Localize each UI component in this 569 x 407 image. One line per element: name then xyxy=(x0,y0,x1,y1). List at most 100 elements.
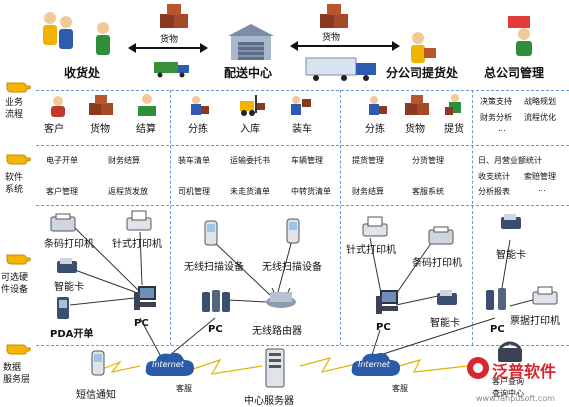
warehouse-icon xyxy=(228,24,274,60)
software-item: 提货管理 xyxy=(352,156,384,165)
business-label: 货物 xyxy=(405,124,425,135)
arrow-label-goods: 货物 xyxy=(322,33,341,43)
software-item: ... xyxy=(538,184,546,193)
device-label: 智能卡 xyxy=(54,282,84,293)
person-icon xyxy=(43,12,73,49)
software-item: 司机管理 xyxy=(178,187,210,196)
device-label: 票据打印机 xyxy=(510,316,560,327)
data-label: 客户查询 xyxy=(492,377,524,386)
software-item: 分析报表 xyxy=(478,187,510,196)
forklift-icon xyxy=(240,95,265,116)
business-label: 入库 xyxy=(240,124,260,135)
fanpu-logo-icon xyxy=(467,357,489,379)
device-label: 条码打印机 xyxy=(412,258,462,269)
cashier-icon xyxy=(138,94,156,116)
software-item: 分货管理 xyxy=(412,156,444,165)
device-label: 针式打印机 xyxy=(112,239,162,250)
smart-card-reader-icon xyxy=(437,290,457,305)
software-item: 客服系统 xyxy=(412,187,444,196)
brand-name: 泛普软件 xyxy=(492,362,557,381)
software-item: 中转货清单 xyxy=(291,187,331,196)
smart-card-reader-icon xyxy=(501,214,521,229)
pointer-hand-icon xyxy=(6,154,31,165)
device-label: 无线扫描设备 xyxy=(262,262,322,273)
customer-icon xyxy=(51,96,65,117)
loading-icon xyxy=(291,96,311,115)
software-item: 装车清单 xyxy=(178,156,210,165)
software-item: 财务结算 xyxy=(108,156,140,165)
grid-line xyxy=(36,145,569,146)
software-item: 日、月营业额统计 xyxy=(478,156,542,165)
grid-line xyxy=(36,90,569,91)
business-item: 战略规划 xyxy=(524,97,556,106)
sorting-icon xyxy=(369,96,387,115)
scanner-icon xyxy=(286,218,300,244)
internet-cloud-icon xyxy=(145,352,194,376)
internet-cloud-icon xyxy=(351,352,400,376)
device-label: 无线路由器 xyxy=(252,326,302,337)
cargo-boxes-icon xyxy=(89,95,113,115)
grid-line xyxy=(36,205,569,206)
software-item: 收支统计 xyxy=(478,172,510,181)
business-item: ... xyxy=(498,124,506,133)
software-item: 运输委托书 xyxy=(230,156,270,165)
business-item: 流程优化 xyxy=(524,113,556,122)
device-label: 条码打印机 xyxy=(44,239,94,250)
person-with-box-icon xyxy=(411,32,436,63)
grid-line xyxy=(340,90,341,345)
mobile-phone-icon xyxy=(91,350,105,376)
row-label-business: 业务 流程 xyxy=(5,98,24,120)
device-label: 智能卡 xyxy=(496,250,526,261)
device-label: PC xyxy=(376,322,391,333)
business-label: 装车 xyxy=(292,124,312,135)
top-label-distribution: 配送中心 xyxy=(224,66,273,80)
dot-matrix-printer-icon xyxy=(126,210,152,231)
arrow-label-goods: 货物 xyxy=(160,35,179,45)
brand-url: www.fanpusoft.com xyxy=(476,394,555,403)
business-label: 提货 xyxy=(444,124,464,135)
business-item: 决策支持 xyxy=(480,97,512,106)
handheld-devices-icon xyxy=(486,288,506,310)
device-label: 针式打印机 xyxy=(346,245,396,256)
grid-line xyxy=(472,90,473,345)
row-label-data: 数据 服务层 xyxy=(3,363,31,385)
receipt-printer-icon xyxy=(532,286,558,305)
person-icon xyxy=(96,22,110,55)
top-label-receiving: 收货处 xyxy=(64,66,101,80)
grid-line xyxy=(36,345,569,346)
telephone-icon xyxy=(498,341,522,362)
data-label: 短信通知 xyxy=(76,390,116,401)
business-label: 结算 xyxy=(136,124,156,135)
grid-line xyxy=(170,90,171,345)
double-arrow-icon xyxy=(128,43,208,53)
device-label: PDA开单 xyxy=(50,329,94,340)
row-label-hardware: 可选硬 件设备 xyxy=(1,273,29,295)
pointer-hand-icon xyxy=(6,82,31,93)
business-label: 客户 xyxy=(44,124,64,135)
manager-icon xyxy=(508,16,532,56)
software-item: 客户管理 xyxy=(46,187,78,196)
software-item: 电子开单 xyxy=(46,156,78,165)
scanner-icon xyxy=(204,220,218,246)
top-label-hq: 总公司管理 xyxy=(484,66,545,80)
barcode-printer-icon xyxy=(428,226,454,245)
large-truck-icon xyxy=(305,57,376,81)
dot-matrix-printer-icon xyxy=(362,216,388,237)
business-label: 货物 xyxy=(90,124,110,135)
business-item: 财务分析 xyxy=(480,113,512,122)
truck-icon xyxy=(154,62,189,78)
smart-card-reader-icon xyxy=(57,258,77,273)
software-item: 车辆管理 xyxy=(291,156,323,165)
handheld-devices-icon xyxy=(202,290,230,312)
pointer-hand-icon xyxy=(6,254,31,265)
cloud-label: Internet xyxy=(152,360,184,369)
pointer-hand-icon xyxy=(6,344,31,355)
business-label: 分拣 xyxy=(365,124,385,135)
software-item: 财务结算 xyxy=(352,187,384,196)
data-label: 客服 xyxy=(392,384,408,393)
device-label: 无线扫描设备 xyxy=(184,262,244,273)
cargo-boxes-icon xyxy=(160,4,188,28)
pda-icon xyxy=(57,297,69,319)
